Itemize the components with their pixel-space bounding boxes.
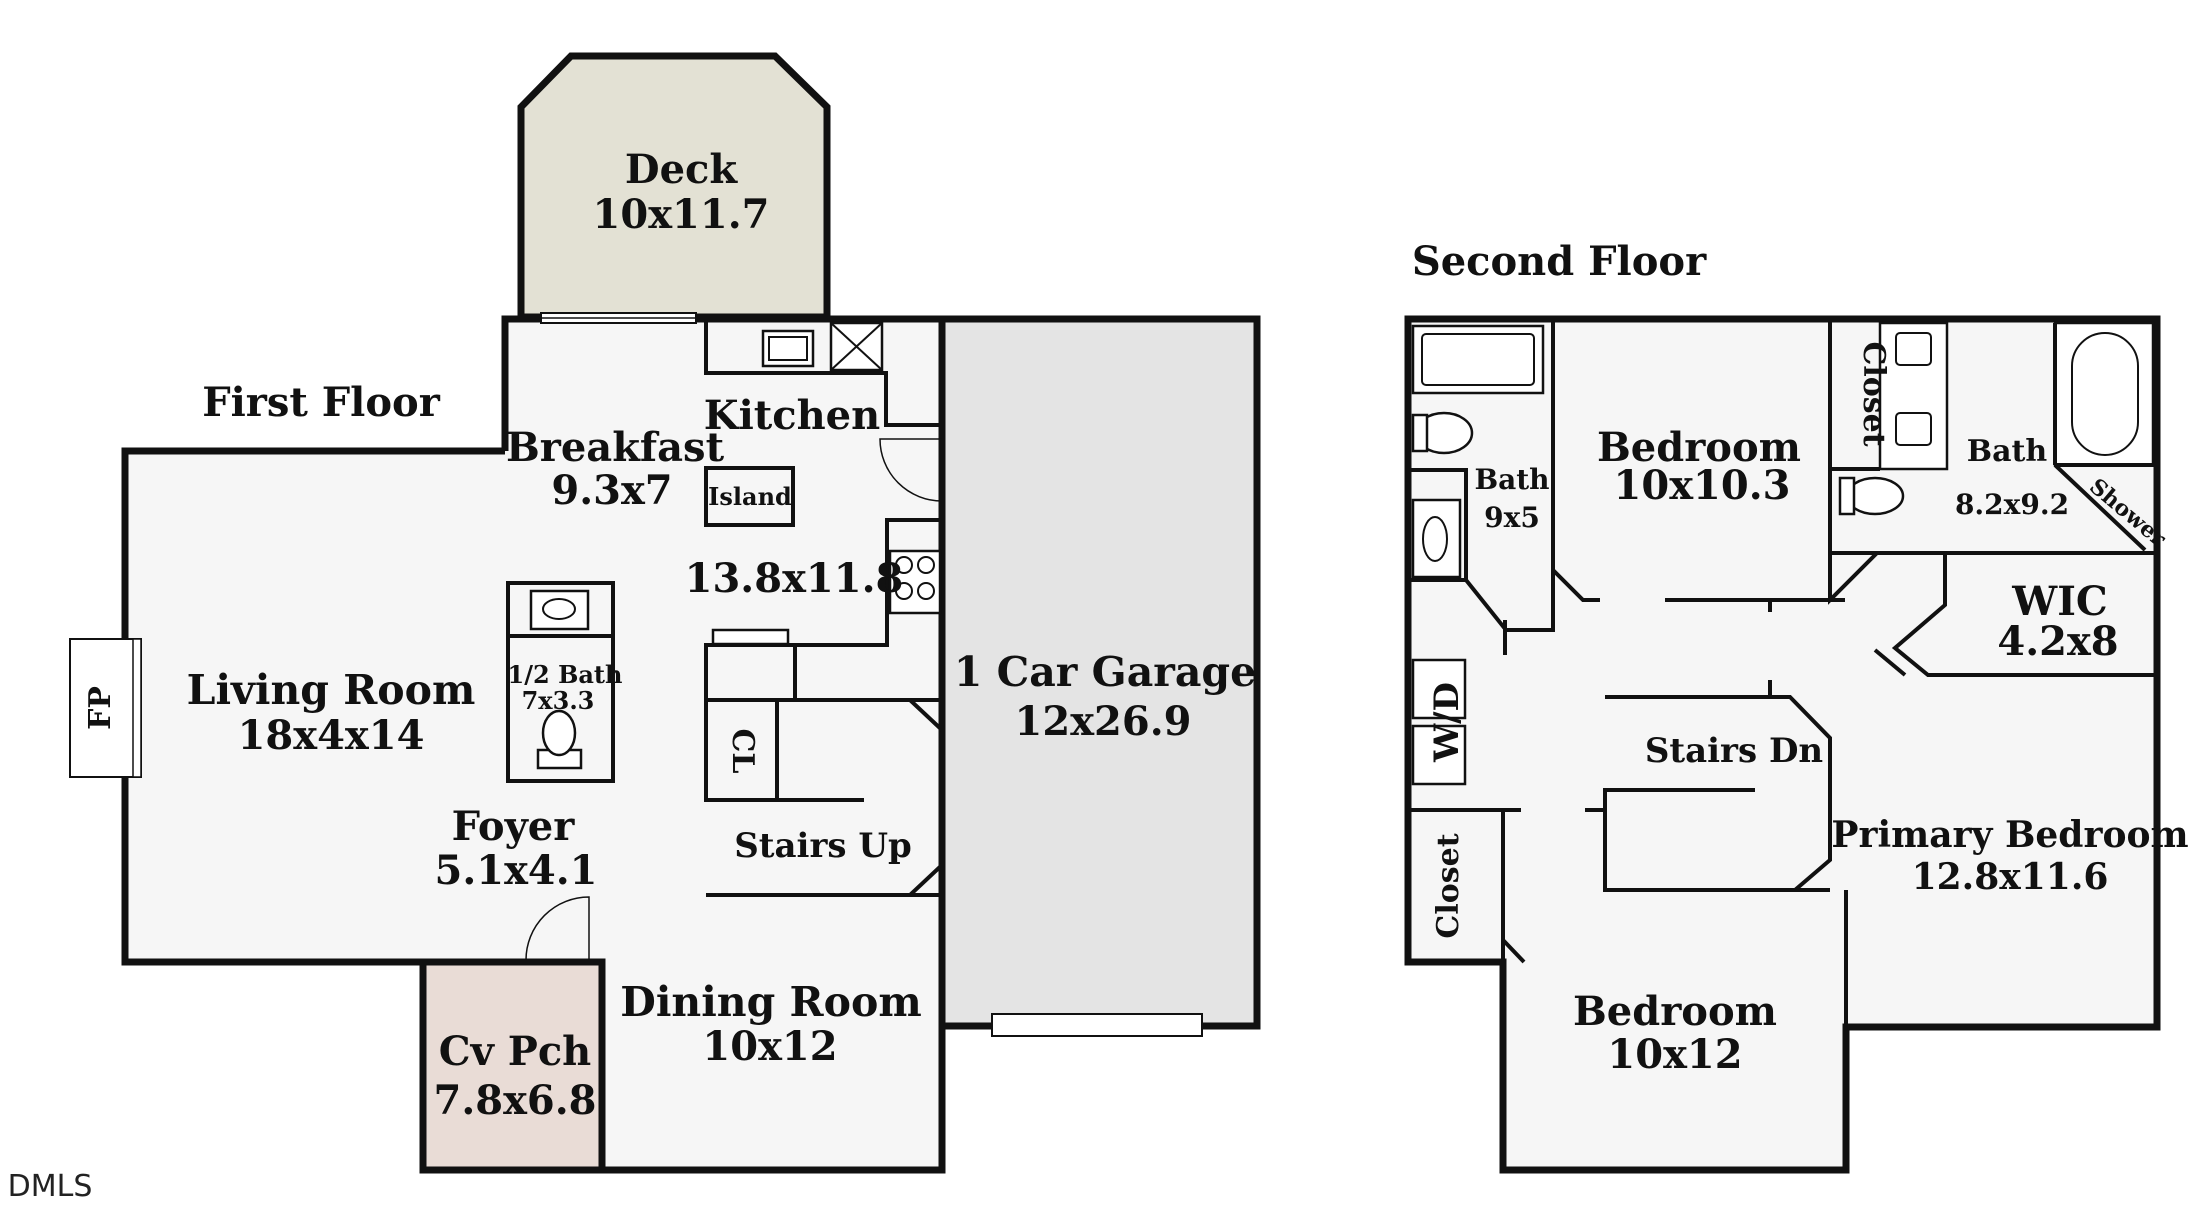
hall-bath-dims: 9x5 — [1484, 501, 1540, 534]
island — [704, 466, 795, 527]
living-room-label: Living Room — [187, 666, 476, 714]
primary-closet-label: Closet — [1856, 341, 1891, 446]
kitchen-counter-top — [704, 319, 942, 427]
bedroom-bottom-walls — [1501, 938, 1526, 964]
dining-room-label: Dining Room — [620, 978, 921, 1026]
first-floor-top-wall — [501, 315, 942, 451]
stairs-diagonal — [908, 698, 944, 732]
deck-area — [521, 56, 827, 317]
dryer-icon — [1411, 724, 1467, 786]
primary-toilet-icon — [1845, 476, 1905, 516]
bathtub-basin — [1421, 333, 1535, 386]
bathtub-icon — [1411, 324, 1545, 395]
second-floor: Second Floor Bath 9x5 Bedroom 10x10.3 Cl… — [1404, 238, 2189, 1174]
bedroom-top-label: Bedroom — [1597, 424, 1801, 471]
breakfast-dims: 9.3x7 — [551, 467, 672, 514]
half-bath-sink-icon — [529, 589, 590, 631]
closet-wall — [704, 700, 864, 802]
deck-dims: 10x11.7 — [593, 191, 770, 238]
toilet-tank — [1411, 413, 1429, 453]
bath-diagonal-wall — [1408, 578, 1508, 632]
dining-outer-wall — [602, 1026, 946, 1174]
shower-diagonal — [2053, 463, 2147, 552]
second-floor-title: Second Floor — [1412, 238, 1707, 285]
burner-icon — [895, 582, 913, 600]
bedroom-top-dims: 10x10.3 — [1614, 462, 1791, 509]
vanity-sink-2 — [1895, 412, 1932, 446]
first-floor-fill — [125, 317, 942, 1172]
vanity-sink-1 — [1895, 332, 1932, 366]
primary-bath-dims: 8.2x9.2 — [1955, 488, 2069, 521]
hall-bath-label: Bath — [1474, 463, 1549, 496]
porch-label: Cv Pch — [439, 1028, 592, 1075]
garage-area — [942, 320, 1257, 1026]
half-bath-walls — [506, 581, 615, 783]
primary-bedroom-dims: 12.8x11.6 — [1912, 856, 2109, 898]
bedroom-top-walls — [1551, 322, 1600, 602]
foyer-label: Foyer — [452, 803, 576, 850]
sink-basin — [768, 336, 808, 361]
stairs-up-label: Stairs Up — [734, 826, 912, 866]
porch-dims: 7.8x6.8 — [433, 1077, 596, 1124]
fridge-diagonal-2 — [830, 322, 883, 371]
wic-walls — [1891, 553, 2157, 677]
first-floor: First Floor Deck 10x11.7 Breakfast 9.3x7… — [69, 52, 1261, 1174]
burner-icon — [917, 582, 935, 600]
first-floor-title: First Floor — [202, 379, 441, 426]
half-bath-label: 1/2 Bath — [508, 660, 623, 689]
second-floor-fill — [1408, 319, 2157, 1170]
primary-bath-label: Bath — [1967, 434, 2048, 469]
wic-door — [1873, 648, 1907, 677]
stairs-dn-label: Stairs Dn — [1645, 731, 1823, 771]
island-label: Island — [708, 482, 792, 511]
garage-door — [991, 1013, 1203, 1037]
washer-icon — [1411, 658, 1467, 720]
wic-dims: 4.2x8 — [1997, 618, 2118, 665]
fireplace-hearth — [132, 638, 142, 778]
porch-area — [423, 962, 602, 1170]
kitchen-door-swing — [879, 438, 943, 502]
breakfast-label: Breakfast — [506, 424, 725, 471]
toilet-icon — [541, 709, 577, 757]
hall-closet-label: Closet — [1431, 833, 1466, 938]
dmls-logo: DMLS — [8, 1169, 93, 1204]
kitchen-dims: 13.8x11.8 — [685, 555, 904, 602]
bath-sink-icon — [1411, 498, 1462, 579]
bedroom-bottom-label: Bedroom — [1573, 988, 1777, 1035]
foyer-dims: 5.1x4.1 — [434, 847, 597, 894]
burner-icon — [895, 556, 913, 574]
dining-room-dims: 10x12 — [702, 1023, 837, 1070]
garage-label: 1 Car Garage — [954, 648, 1256, 696]
closet-label: CL — [725, 729, 760, 774]
kitchen-label: Kitchen — [704, 392, 880, 439]
primary-bedroom-label: Primary Bedroom — [1831, 814, 2188, 856]
stairs-dn-walls — [1605, 695, 1832, 892]
half-bath-dims: 7x3.3 — [522, 686, 595, 715]
bedroom-bottom-dims: 10x12 — [1607, 1031, 1742, 1078]
range-icon — [888, 549, 942, 615]
stairs-dn-inner — [1603, 788, 1830, 892]
laundry-label: W/D — [1427, 682, 1467, 763]
tub-basin — [2071, 332, 2139, 456]
stairs-diagonal-2 — [908, 863, 944, 897]
foyer-door-swing — [525, 896, 590, 961]
garage-dims: 12x26.9 — [1015, 698, 1192, 745]
half-bath-sink-basin — [542, 598, 576, 620]
fireplace-label: FP — [83, 686, 118, 730]
deck-label: Deck — [625, 146, 738, 193]
toilet-tank — [1838, 476, 1856, 516]
wic-label: WIC — [2011, 578, 2107, 625]
bath-sink-basin — [1422, 516, 1448, 562]
living-room-dims: 18x4x14 — [238, 712, 425, 759]
dishwasher-icon — [711, 628, 790, 646]
burner-icon — [917, 556, 935, 574]
